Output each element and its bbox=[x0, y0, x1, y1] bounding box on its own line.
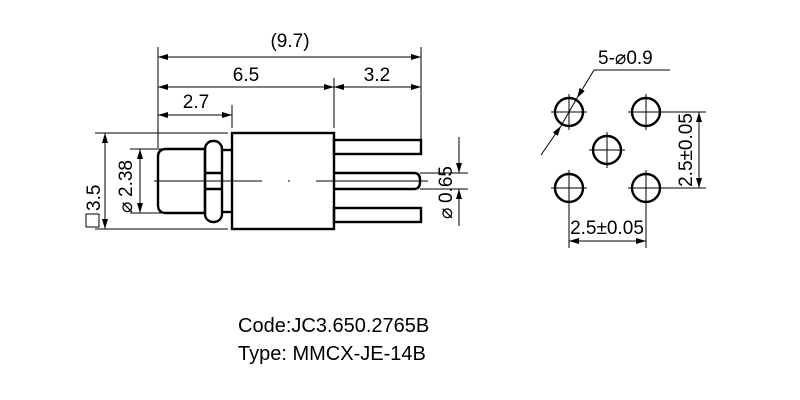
side-view: (9.7) 6.5 3.2 2.7 3.5 ⌀ 2.38 bbox=[84, 31, 468, 231]
square-symbol-icon bbox=[85, 213, 100, 228]
body-square-label: 3.5 bbox=[84, 185, 105, 211]
hole-top-right bbox=[628, 94, 664, 130]
pin-top bbox=[332, 138, 423, 156]
pin-diameter-symbol: ⌀ bbox=[436, 208, 457, 219]
front-diameter-label: 2.38 bbox=[116, 160, 137, 197]
pcb-footprint: 5-⌀0.9 2.5±0.05 2.5±0.05 bbox=[540, 48, 706, 248]
horizontal-pitch-label: 2.5±0.05 bbox=[570, 218, 644, 239]
front-length-label: 2.7 bbox=[183, 92, 209, 113]
body-length-label: 6.5 bbox=[233, 65, 259, 86]
pin-diameter-label: 0.65 bbox=[436, 166, 457, 203]
hole-bottom-right bbox=[628, 170, 664, 206]
front-cap bbox=[156, 147, 207, 215]
front-diameter-symbol: ⌀ bbox=[116, 202, 137, 213]
hole-bottom-left bbox=[551, 170, 587, 206]
pin-length-label: 3.2 bbox=[364, 65, 390, 86]
part-code: Code:JC3.650.2765B bbox=[238, 315, 430, 337]
hole-center bbox=[589, 132, 625, 168]
part-type: Type: MMCX-JE-14B bbox=[238, 343, 426, 365]
vertical-pitch-label: 2.5±0.05 bbox=[676, 113, 697, 187]
pin-bottom bbox=[332, 206, 423, 224]
hole-callout-label: 5-⌀0.9 bbox=[598, 48, 653, 69]
overall-length-label: (9.7) bbox=[270, 31, 309, 52]
